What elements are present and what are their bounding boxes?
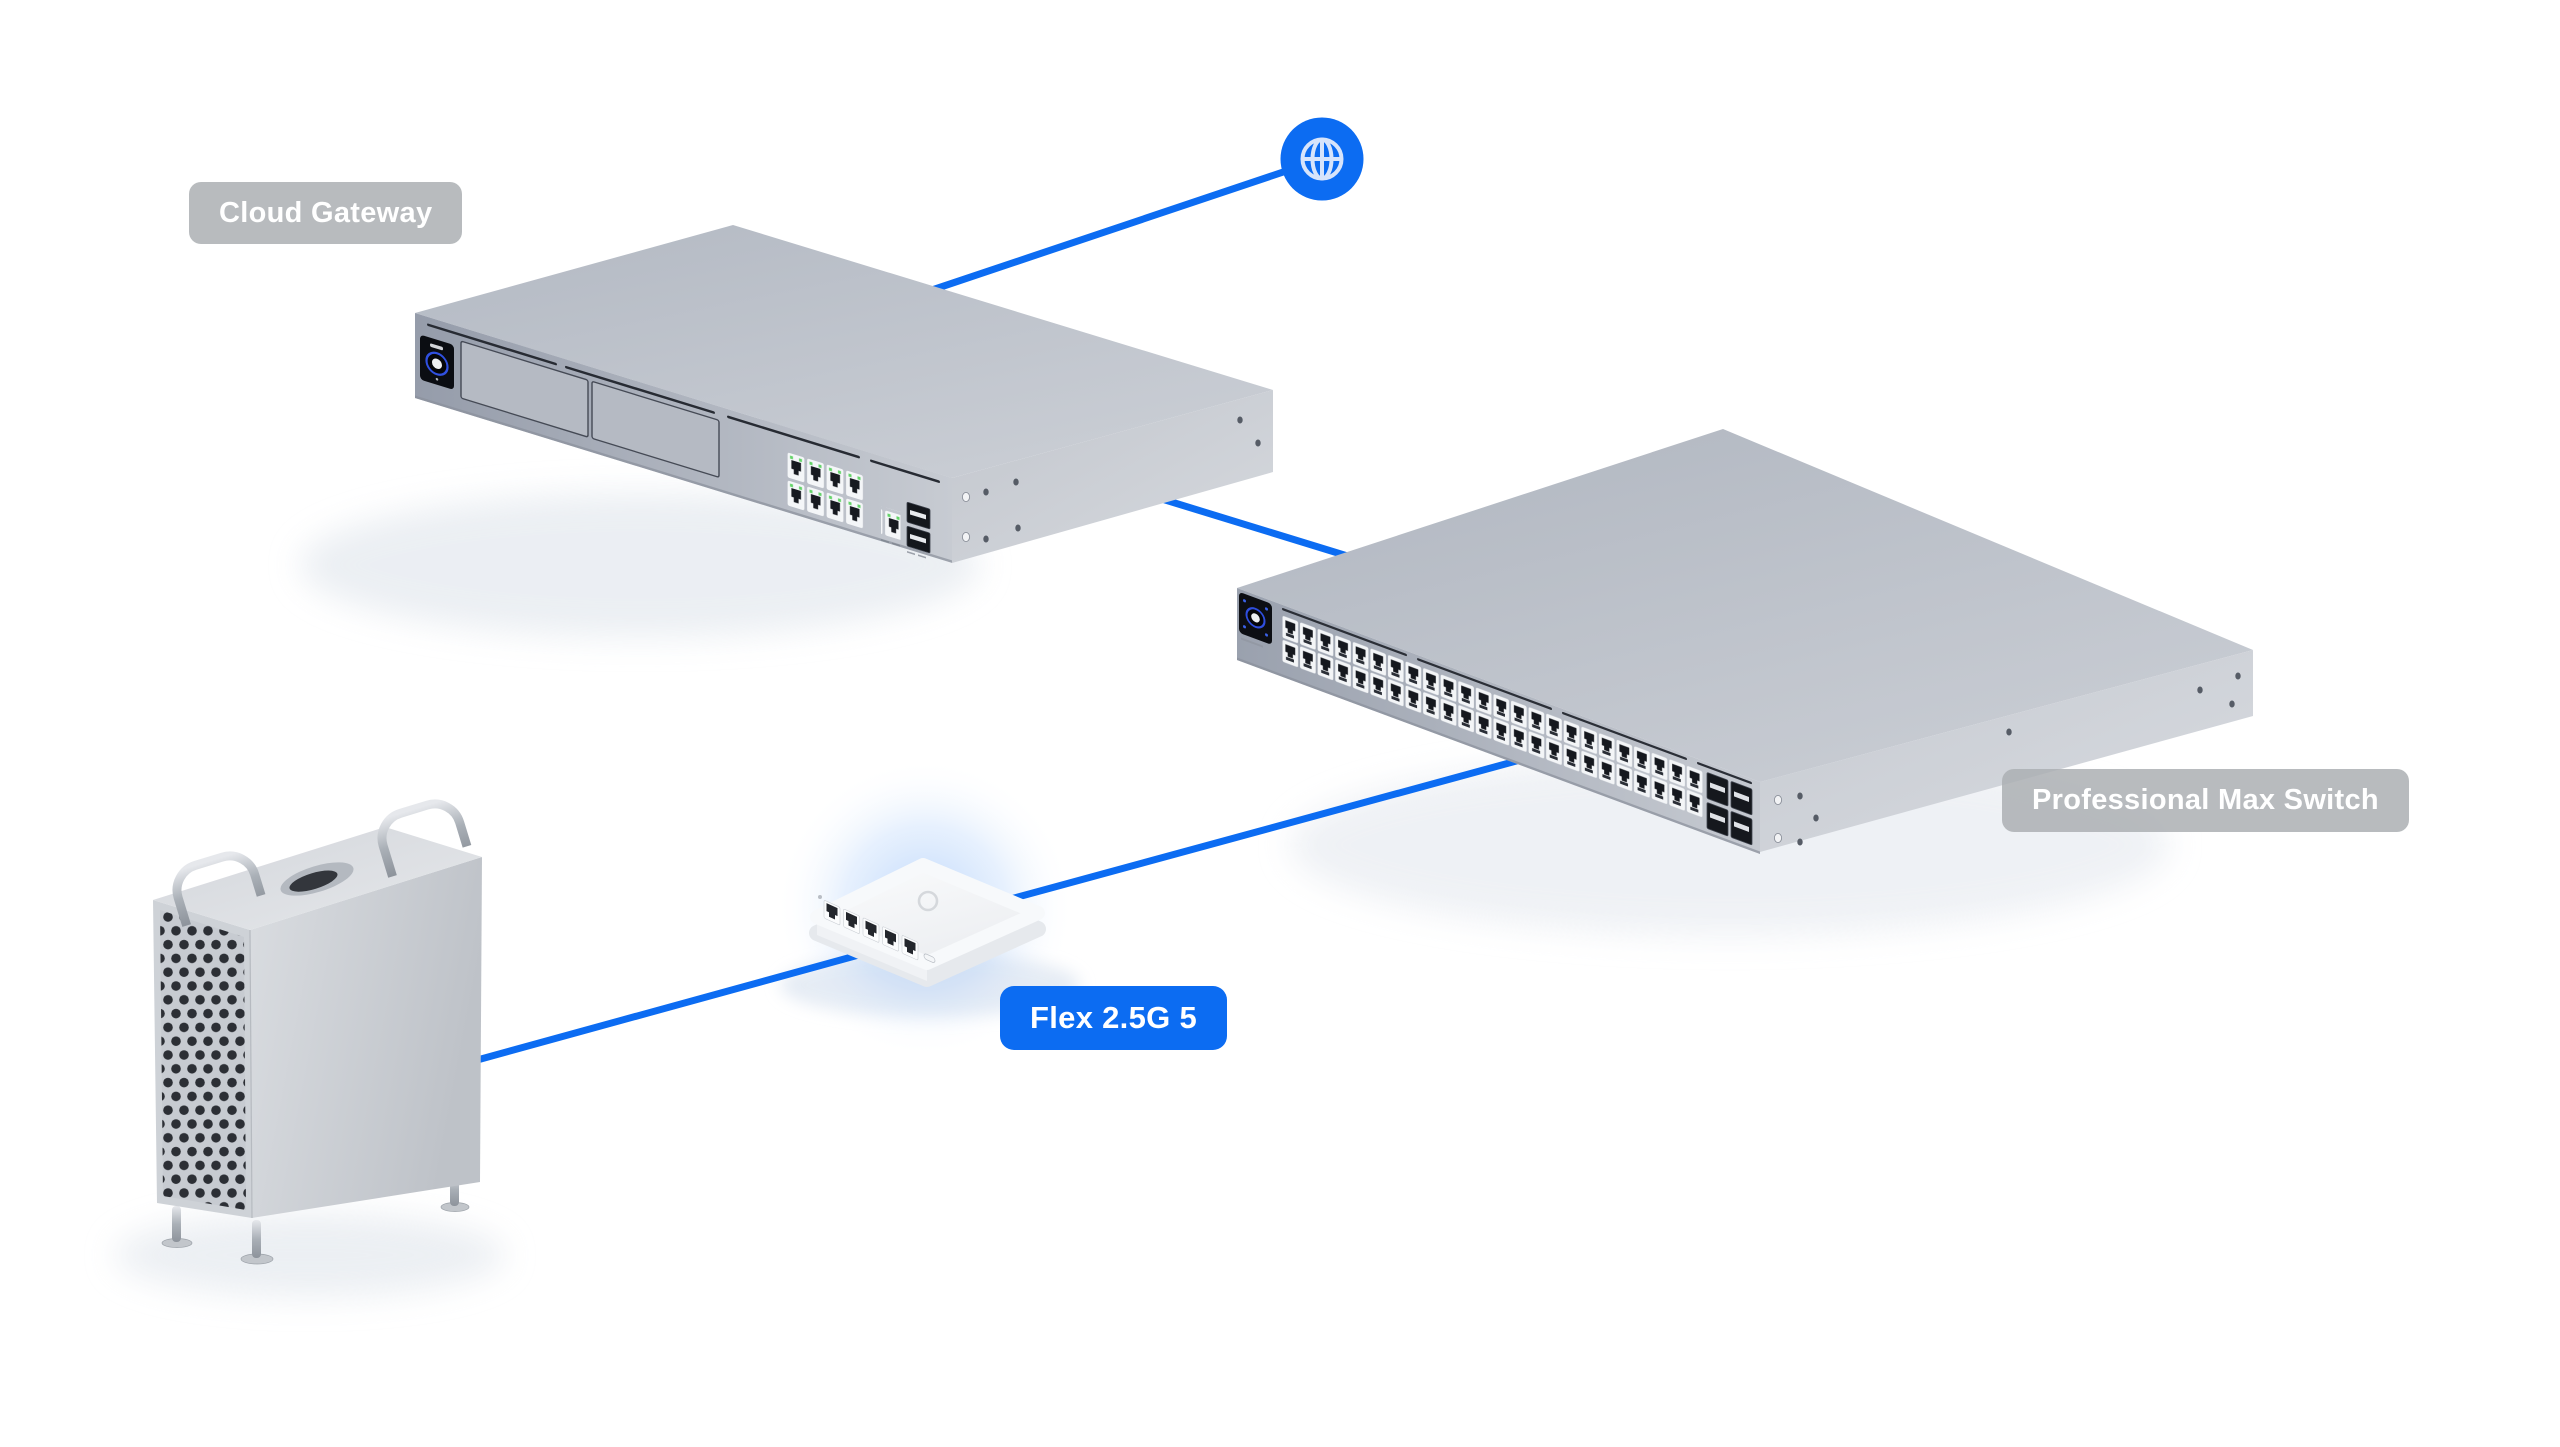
switch-side-face	[1760, 650, 2253, 852]
switch-rj45-ports	[1282, 614, 1704, 820]
connection-flex-workstation	[466, 941, 899, 1066]
drive-bay	[460, 340, 589, 438]
switch-top-face	[1237, 429, 2253, 782]
workstation-tower-device[interactable]	[153, 798, 482, 1265]
drive-bay	[591, 381, 720, 478]
workstation-shadow	[115, 1213, 505, 1297]
gateway-vent-slots	[427, 323, 940, 483]
workstation-handles	[172, 799, 472, 927]
gateway-side-screws	[961, 416, 1261, 543]
flex-switch-label: Flex 2.5G 5	[1000, 986, 1228, 1050]
switch-front-face	[1237, 588, 1760, 855]
connection-switch-flex	[981, 756, 1524, 910]
globe-icon	[1300, 137, 1344, 181]
connection-lines	[466, 155, 1524, 1066]
flex-status-dot	[818, 895, 822, 899]
professional-max-switch-label: Professional Max Switch	[2002, 769, 2409, 832]
flex-switch-device[interactable]	[809, 858, 1046, 987]
flex-ports	[823, 900, 936, 963]
gateway-side-face	[952, 390, 1273, 563]
handle	[377, 799, 472, 878]
gateway-front-face	[415, 313, 952, 563]
gateway-rj45-ports	[787, 451, 865, 532]
switch-vent-slots	[1282, 608, 1752, 785]
gateway-shadow	[300, 493, 980, 637]
switch-lcd-display	[1239, 592, 1272, 648]
gateway-port-markings	[881, 539, 926, 559]
flex-logo	[917, 890, 939, 912]
gateway-top-face	[415, 225, 1273, 478]
gateway-wan-port	[881, 506, 901, 541]
internet-node[interactable]	[1280, 117, 1364, 201]
gateway-drive-bays	[460, 340, 720, 478]
switch-side-screws	[1773, 672, 2241, 846]
cloud-gateway-label: Cloud Gateway	[189, 182, 463, 244]
flex-usbc-port	[923, 953, 936, 963]
switch-sfp-ports	[1706, 772, 1753, 846]
professional-max-switch-device[interactable]	[1237, 429, 2253, 855]
workstation-side-panel	[250, 857, 482, 1218]
connection-internet-gateway	[916, 155, 1326, 298]
workstation-hex-grille	[160, 910, 246, 1210]
workstation-top-vent	[280, 862, 354, 896]
switch-shadow	[1290, 755, 2170, 935]
workstation-edge	[249, 929, 253, 1219]
handle	[172, 851, 266, 927]
gateway-sfp-ports	[906, 502, 931, 554]
gateway-lcd-display	[420, 335, 454, 389]
cloud-gateway-device[interactable]	[415, 225, 1273, 566]
